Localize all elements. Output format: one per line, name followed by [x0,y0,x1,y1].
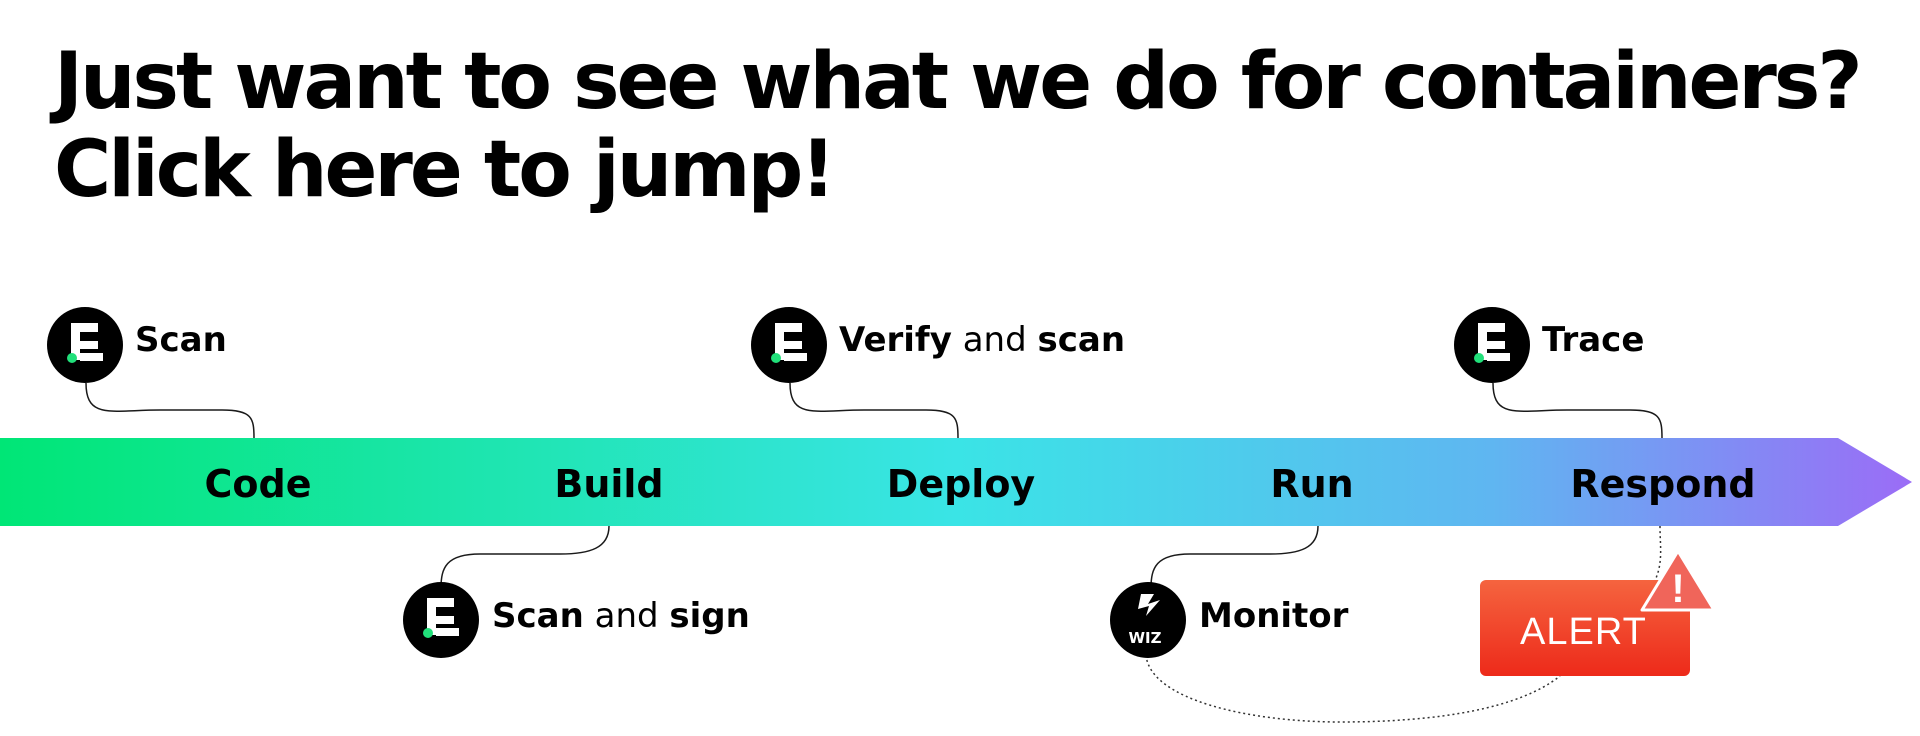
connector-verify-deploy [789,382,959,439]
chainguard-logo-icon [751,307,827,383]
alert-label: ALERT [1520,611,1647,653]
chainguard-logo-icon [403,582,479,658]
connector-run-monitor [1150,525,1319,589]
connector-build-scan-sign [440,525,610,589]
wiz-logo-icon: WIZ [1110,582,1186,658]
connector-scan-code [85,382,255,439]
step-verify-scan-label: Verify and scan [839,320,1125,360]
chainguard-logo-icon [47,307,123,383]
warning-triangle-icon: ! [1640,549,1716,612]
headline-link[interactable]: Just want to see what we do for containe… [54,37,1863,215]
chainguard-logo-icon [1454,307,1530,383]
headline-line-1: Just want to see what we do for containe… [54,37,1863,127]
connector-monitor-alert-loop [1145,654,1561,723]
stage-deploy: Deploy [887,462,1036,506]
stage-build: Build [554,462,663,506]
pipeline-arrow [0,438,1912,526]
warning-mark: ! [1671,567,1684,611]
step-scan-sign-label: Scan and sign [492,596,750,636]
stage-run: Run [1270,462,1353,506]
step-trace-label: Trace [1542,320,1644,360]
connector-trace-respond [1492,382,1663,439]
wiz-logo-text: WIZ [1128,629,1161,647]
connector-respond-alert [1651,525,1662,587]
headline-line-2: Click here to jump! [54,125,836,215]
alert-badge: ALERT [1480,580,1690,676]
stage-code: Code [205,462,312,506]
step-monitor-label: Monitor [1199,596,1349,636]
step-scan-label: Scan [135,320,227,360]
stage-respond: Respond [1570,462,1755,506]
